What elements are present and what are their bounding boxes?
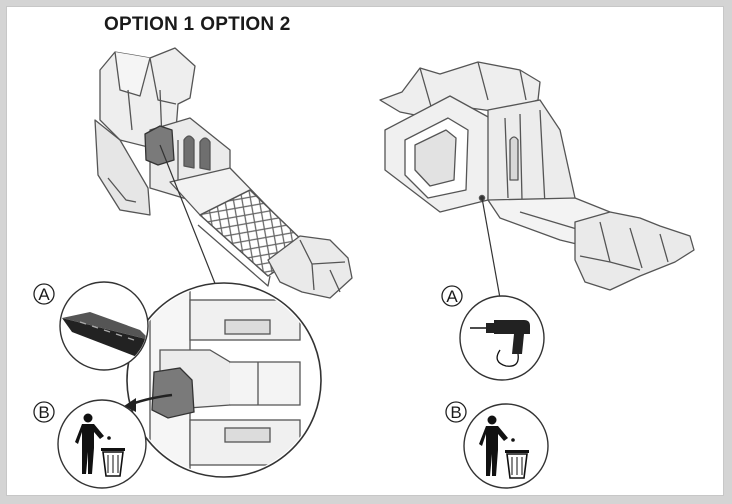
option-2-step-b: B xyxy=(445,401,549,489)
magnified-detail-circle xyxy=(124,282,322,478)
arrow-head-icon xyxy=(124,398,136,412)
option-2-bracket-part xyxy=(379,61,695,291)
callout-leader-line xyxy=(159,144,217,287)
step-b-marker-circle xyxy=(445,401,467,423)
option-2-step-a-letter: A xyxy=(446,287,458,306)
power-drill-icon xyxy=(470,320,530,367)
step-a-marker-circle xyxy=(441,285,463,307)
option-1-step-b-letter: B xyxy=(38,403,49,422)
option-2-step-a: A xyxy=(441,285,545,381)
option-1-bracket-part xyxy=(94,47,353,299)
option-1-step-a: A xyxy=(33,281,149,371)
trash-bin-disposal-icon xyxy=(75,413,125,477)
option-2-leader-line xyxy=(481,197,501,299)
option-1-step-b: B xyxy=(33,399,147,489)
option-1-step-a-letter: A xyxy=(38,285,50,304)
step-a-marker-circle xyxy=(33,283,55,305)
option-2-step-b-letter: B xyxy=(450,403,461,422)
option-1-label: OPTION 1 xyxy=(104,14,195,35)
option-2-label: OPTION 2 xyxy=(200,14,291,35)
trash-bin-disposal-icon xyxy=(479,415,529,479)
step-b-marker-circle xyxy=(33,401,55,423)
